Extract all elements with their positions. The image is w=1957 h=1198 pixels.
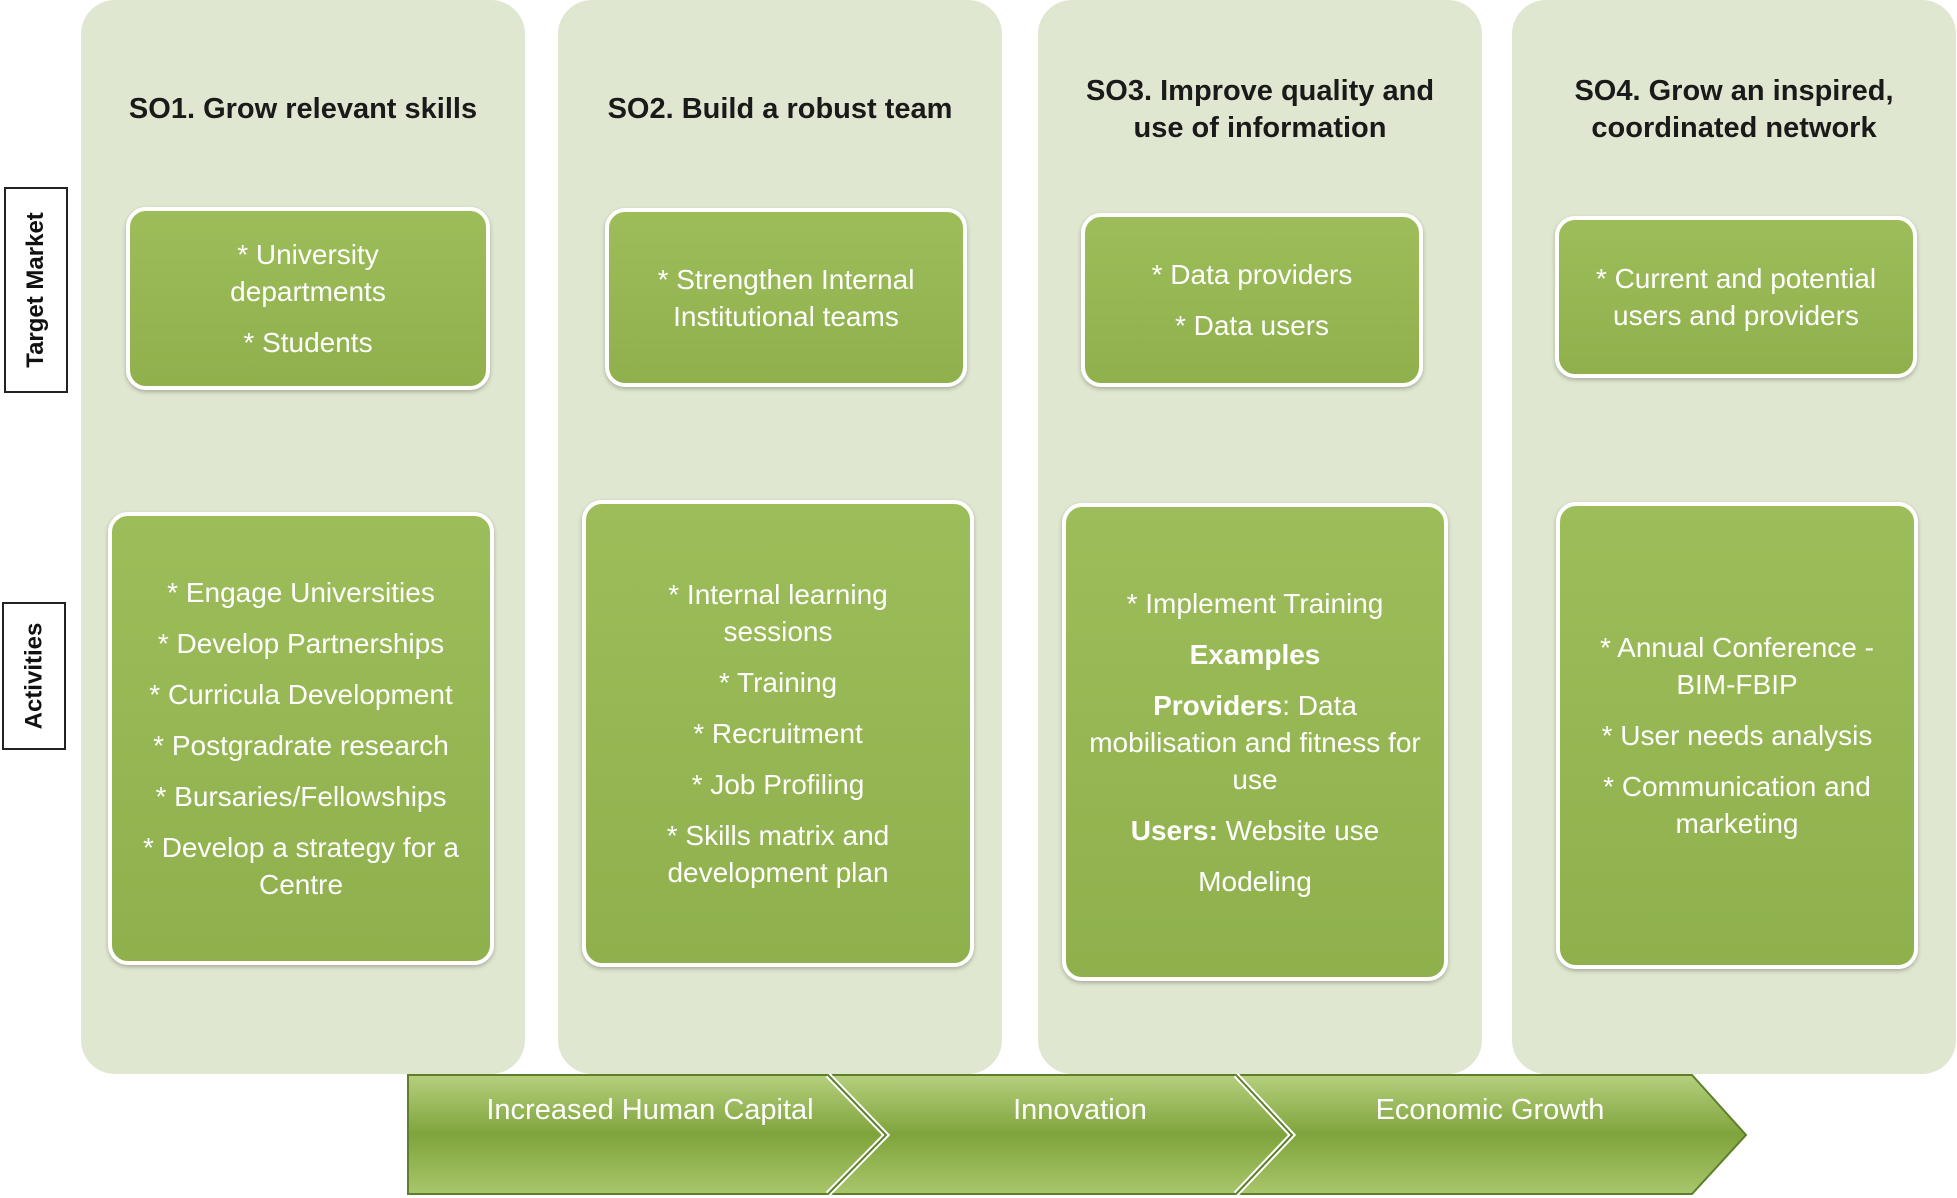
list-item: Providers: Data mobilisation and fitness… (1089, 689, 1421, 795)
target-market-box: * Strengthen Internal Institutional team… (605, 208, 967, 387)
list-item: * Implement Training (1126, 587, 1384, 619)
activities-box: * Internal learning sessions * Training … (582, 500, 974, 967)
stage-label: Increased Human Capital (486, 1094, 814, 1126)
activities-box: * Implement Training Examples Providers:… (1062, 503, 1448, 981)
list-item: Modeling (1198, 865, 1312, 897)
target-market-box: * Current and potential users and provid… (1555, 216, 1917, 378)
activities-box: * Engage Universities * Develop Partners… (108, 512, 494, 965)
list-item: * Develop a strategy for a Centre (143, 832, 459, 900)
list-item: * Skills matrix and development plan (666, 820, 890, 888)
list-item: * Annual Conference - BIM-FBIP (1600, 632, 1874, 700)
list-item: * Internal learning sessions (668, 579, 888, 647)
column-title: SO2. Build a robust team (607, 93, 953, 125)
column-so2: SO2. Build a robust team * Strengthen In… (558, 0, 1002, 1074)
list-item: * Bursaries/Fellowships (155, 781, 447, 812)
list-item: * Develop Partnerships (157, 628, 445, 659)
stage-label: Innovation (1013, 1094, 1147, 1126)
list-item: * User needs analysis (1601, 720, 1873, 751)
list-item: * Students (243, 327, 373, 358)
target-market-box: * University departments * Students (126, 207, 490, 390)
list-item: * Communication and marketing (1603, 771, 1871, 839)
examples-heading: Examples (1189, 638, 1321, 670)
column-so3: SO3. Improve quality and use of informat… (1038, 0, 1482, 1074)
list-item: * Data providers (1151, 259, 1353, 290)
list-item: * University departments (230, 239, 386, 307)
column-so1: SO1. Grow relevant skills * University d… (81, 0, 525, 1074)
chevron-divider (1235, 1074, 1294, 1195)
list-item: * Training (718, 667, 838, 698)
list-item: * Postgradrate research (153, 730, 449, 761)
column-so4: SO4. Grow an inspired, coordinated netwo… (1512, 0, 1956, 1074)
target-market-box: * Data providers * Data users (1081, 213, 1423, 387)
list-item: * Recruitment (693, 718, 863, 749)
arrow-body (407, 1074, 1748, 1195)
list-item: * Data users (1174, 310, 1330, 341)
list-item: * Curricula Development (149, 679, 453, 710)
activities-label: Activities (2, 602, 66, 750)
list-item: * Current and potential users and provid… (1595, 263, 1877, 331)
column-title: SO1. Grow relevant skills (128, 93, 478, 125)
activities-box: * Annual Conference - BIM-FBIP * User ne… (1556, 502, 1918, 969)
target-market-label: Target Market (4, 187, 68, 393)
list-item: * Engage Universities (167, 577, 435, 608)
stage-label: Economic Growth (1375, 1094, 1605, 1126)
column-title: SO4. Grow an inspired, coordinated netwo… (1574, 75, 1894, 144)
list-item: * Strengthen Internal Institutional team… (657, 263, 915, 332)
list-item: * Job Profiling (691, 769, 865, 800)
column-title: SO3. Improve quality and use of informat… (1085, 75, 1435, 144)
list-item: Users: Website use (1130, 814, 1380, 846)
chevron-divider (827, 1074, 888, 1195)
